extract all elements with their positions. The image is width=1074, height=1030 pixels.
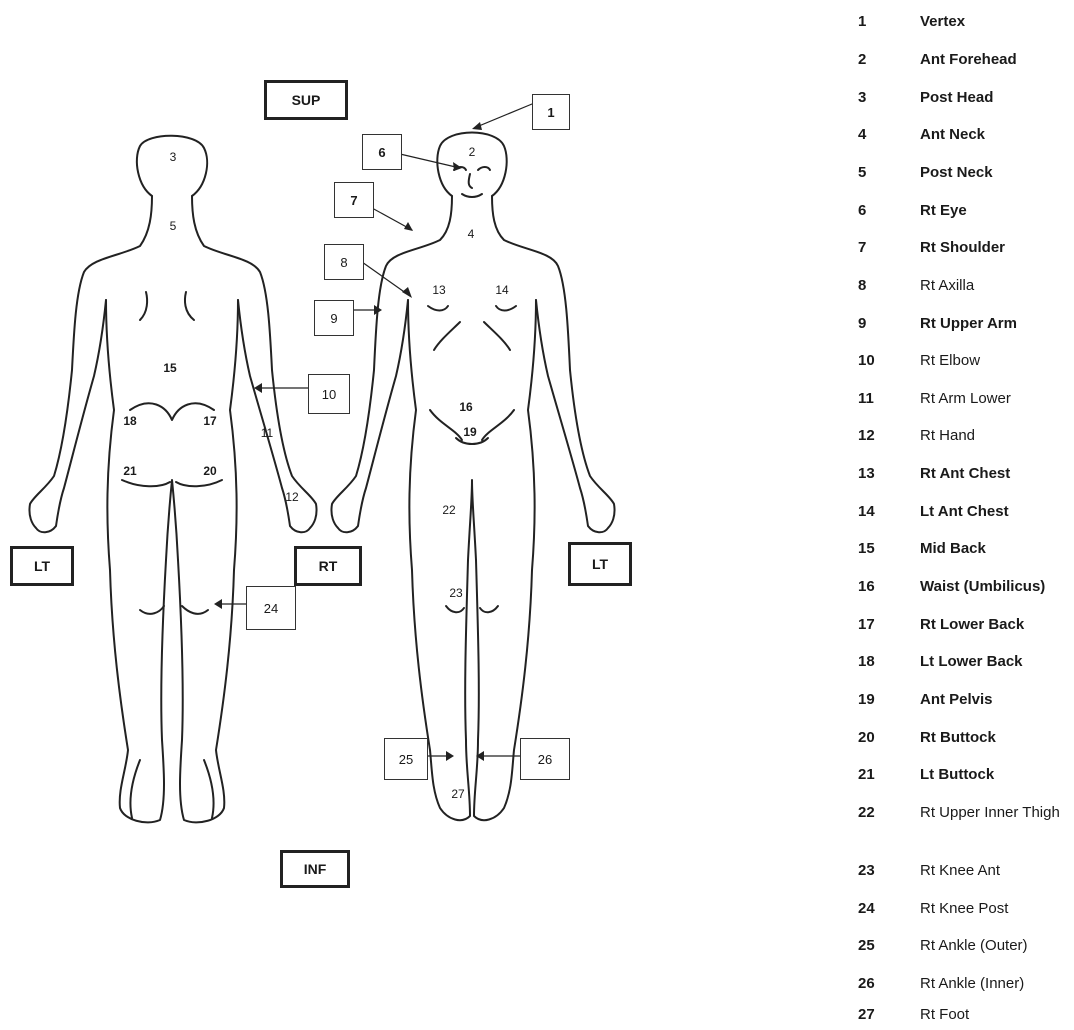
legend-label: Rt Lower Back <box>920 616 1074 634</box>
legend-number: 23 <box>858 862 875 880</box>
region-11: 11 <box>261 427 273 439</box>
legend-number: 26 <box>858 975 875 993</box>
legend-label: Rt Ankle (Outer) <box>920 937 1074 955</box>
right-back-label: RT <box>294 546 362 586</box>
legend-label: Ant Neck <box>920 126 1074 144</box>
region-20: 20 <box>203 465 216 477</box>
legend-number: 1 <box>858 13 866 31</box>
callout-6: 6 <box>362 134 402 170</box>
legend-label: Waist (Umbilicus) <box>920 578 1074 596</box>
region-18: 18 <box>123 415 136 427</box>
legend-number: 18 <box>858 653 875 671</box>
callout-7: 7 <box>334 182 374 218</box>
legend-number: 17 <box>858 616 875 634</box>
left-front-label: LT <box>568 542 632 586</box>
legend-number: 9 <box>858 315 866 333</box>
callout-8: 8 <box>324 244 364 280</box>
region-4: 4 <box>468 228 475 240</box>
callout-9: 9 <box>314 300 354 336</box>
body-diagram <box>0 0 856 1030</box>
legend-label: Rt Shoulder <box>920 239 1074 257</box>
legend-label: Rt Ankle (Inner) <box>920 975 1074 993</box>
legend-number: 13 <box>858 465 875 483</box>
legend-label: Rt Knee Post <box>920 900 1074 918</box>
region-14: 14 <box>495 284 508 296</box>
legend-number: 21 <box>858 766 875 784</box>
legend-label: Rt Arm Lower <box>920 390 1074 408</box>
legend-label: Rt Hand <box>920 427 1074 445</box>
region-5: 5 <box>170 220 177 232</box>
legend-number: 25 <box>858 937 875 955</box>
legend-label: Mid Back <box>920 540 1074 558</box>
legend-label: Rt Foot <box>920 1006 1074 1024</box>
legend-number: 20 <box>858 729 875 747</box>
callout-24: 24 <box>246 586 296 630</box>
legend-number: 15 <box>858 540 875 558</box>
callout-25: 25 <box>384 738 428 780</box>
legend-label: Lt Buttock <box>920 766 1074 784</box>
legend-number: 2 <box>858 51 866 69</box>
back-figure <box>29 136 316 823</box>
legend-label: Rt Axilla <box>920 277 1074 295</box>
region-27: 27 <box>451 788 464 800</box>
region-23: 23 <box>449 587 462 599</box>
region-2: 2 <box>469 146 476 158</box>
legend-number: 12 <box>858 427 875 445</box>
legend-number: 14 <box>858 503 875 521</box>
legend-label: Rt Upper Arm <box>920 315 1074 333</box>
legend-number: 22 <box>858 804 875 822</box>
legend-label: Rt Buttock <box>920 729 1074 747</box>
legend-label: Post Neck <box>920 164 1074 182</box>
superior-label: SUP <box>264 80 348 120</box>
legend-label: Ant Forehead <box>920 51 1074 69</box>
region-12: 12 <box>285 491 298 503</box>
region-17: 17 <box>203 415 216 427</box>
legend-number: 16 <box>858 578 875 596</box>
legend-number: 8 <box>858 277 866 295</box>
region-3: 3 <box>170 151 177 163</box>
legend-label: Post Head <box>920 89 1074 107</box>
legend-label: Vertex <box>920 13 1074 31</box>
callout-26: 26 <box>520 738 570 780</box>
callout-1: 1 <box>532 94 570 130</box>
callout-10: 10 <box>308 374 350 414</box>
legend-label: Rt Upper Inner Thigh <box>920 804 1074 822</box>
legend-label: Rt Ant Chest <box>920 465 1074 483</box>
region-22: 22 <box>442 504 455 516</box>
legend-label: Lt Ant Chest <box>920 503 1074 521</box>
legend-number: 4 <box>858 126 866 144</box>
region-13: 13 <box>432 284 445 296</box>
region-19: 19 <box>463 426 476 438</box>
legend-label: Ant Pelvis <box>920 691 1074 709</box>
legend-number: 10 <box>858 352 875 370</box>
legend-label: Rt Eye <box>920 202 1074 220</box>
region-21: 21 <box>123 465 136 477</box>
legend-number: 7 <box>858 239 866 257</box>
legend-number: 6 <box>858 202 866 220</box>
legend-number: 24 <box>858 900 875 918</box>
region-15: 15 <box>163 362 176 374</box>
region-16: 16 <box>459 401 472 413</box>
legend-number: 5 <box>858 164 866 182</box>
left-back-label: LT <box>10 546 74 586</box>
legend-number: 19 <box>858 691 875 709</box>
legend-number: 11 <box>858 390 874 408</box>
legend-label: Rt Knee Ant <box>920 862 1074 880</box>
legend-number: 27 <box>858 1006 875 1024</box>
legend-number: 3 <box>858 89 866 107</box>
inferior-label: INF <box>280 850 350 888</box>
legend-label: Lt Lower Back <box>920 653 1074 671</box>
legend-label: Rt Elbow <box>920 352 1074 370</box>
